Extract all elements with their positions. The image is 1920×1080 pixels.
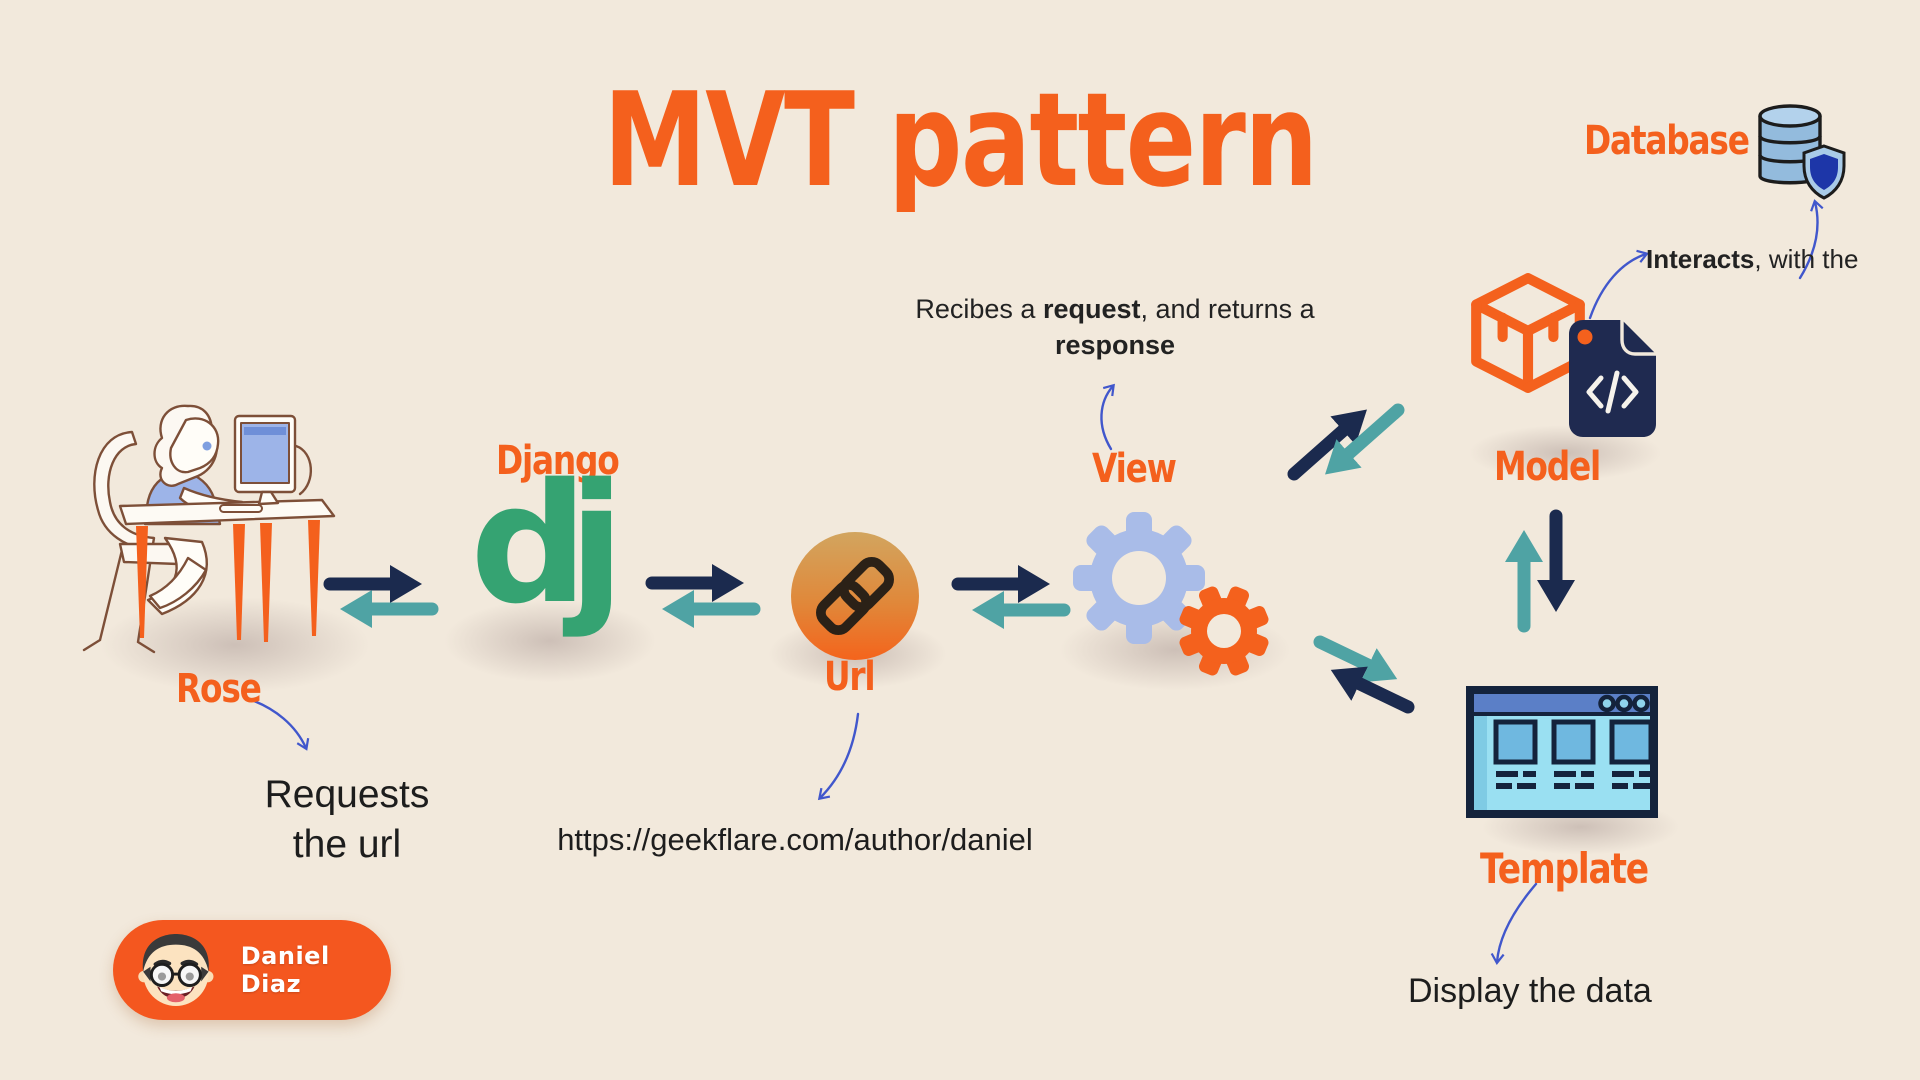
shield-icon (1802, 144, 1846, 200)
django-shadow (440, 598, 660, 684)
rose-note-line1: Requests (264, 773, 430, 816)
url-example-text: https://geekflare.com/author/daniel (557, 822, 1033, 857)
model-note-rest: , with the (1754, 244, 1859, 274)
author-name: Daniel Diaz (240, 942, 330, 998)
model-note: Interacts, with the (1646, 244, 1858, 275)
template-label: Template (1480, 844, 1649, 893)
code-file-icon (1569, 320, 1656, 437)
view-note-pre: Recibes a (915, 294, 1043, 324)
rose-note: Requests the url (227, 770, 467, 870)
page-title: MVT pattern (603, 64, 1318, 216)
view-note-request: request (1042, 294, 1141, 324)
url-node (791, 532, 919, 660)
rose-label: Rose (176, 666, 262, 712)
url-label: Url (824, 654, 876, 700)
user-at-desk-illustration (82, 404, 336, 654)
author-badge: Daniel Diaz (113, 920, 391, 1020)
view-label: View (1092, 446, 1177, 492)
database-label: Database (1584, 118, 1750, 164)
rose-note-line2: the url (292, 822, 402, 866)
database-icon (1758, 104, 1846, 200)
template-note: Display the data (1408, 972, 1652, 1010)
view-note-mid: , and returns a (1140, 294, 1315, 324)
avatar-face-icon (138, 934, 214, 1006)
django-logo: dj (470, 448, 625, 640)
link-icon (816, 557, 894, 635)
view-note: Recibes a request, and returns a respons… (915, 292, 1315, 363)
browser-template-icon (1466, 686, 1658, 818)
django-label: Django (496, 438, 620, 484)
view-note-response: response (1054, 329, 1176, 360)
model-label: Model (1494, 444, 1601, 490)
gears-icon (1073, 512, 1269, 676)
model-note-bold: Interacts (1646, 244, 1755, 274)
